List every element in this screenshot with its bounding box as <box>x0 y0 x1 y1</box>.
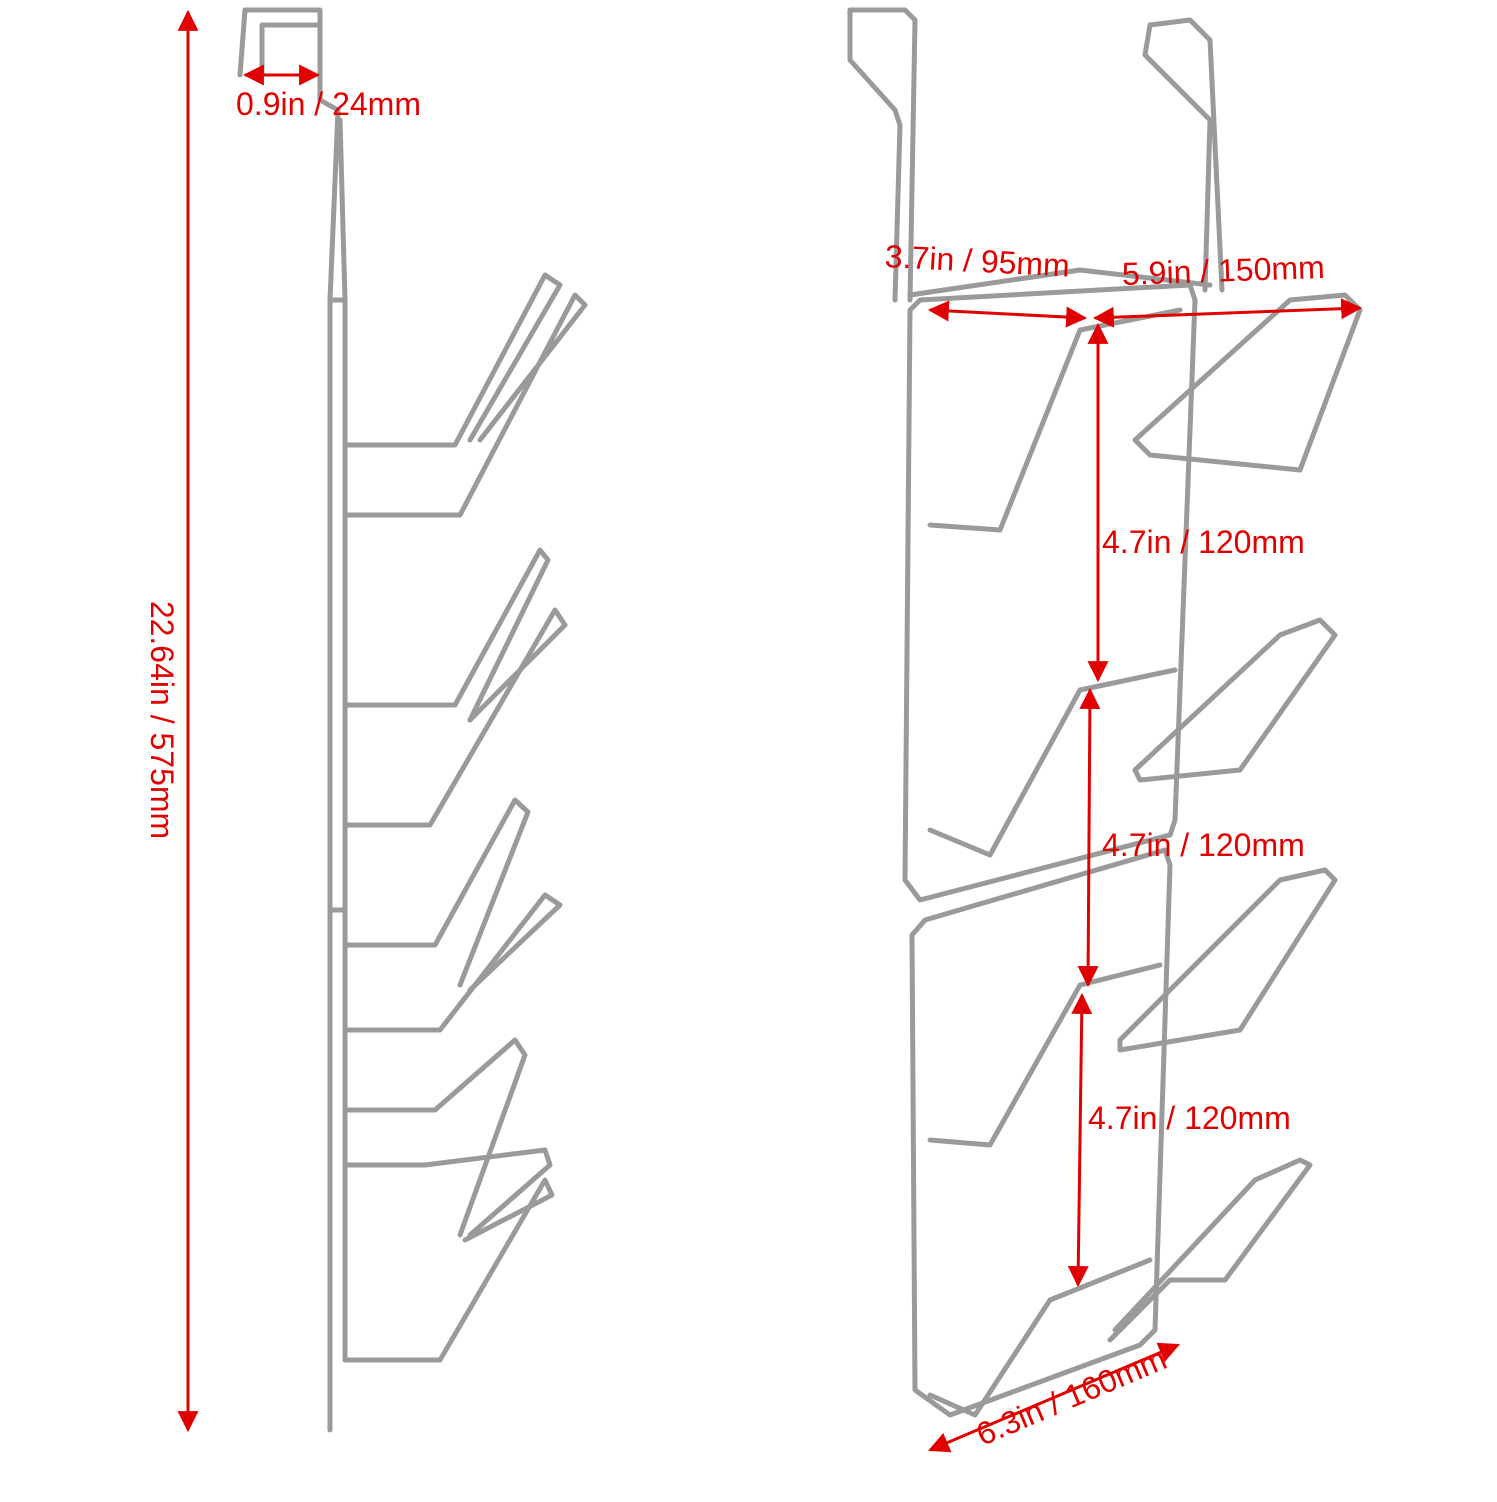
hook-depth-label: 0.9in / 24mm <box>236 86 421 122</box>
upper-right-width-arrow <box>1092 298 1363 328</box>
tier-spacing-2-label: 4.7in / 120mm <box>1102 827 1305 863</box>
tier-spacing-1-label: 4.7in / 120mm <box>1102 524 1305 560</box>
upper-left-width-arrow <box>927 300 1088 328</box>
upper-right-width-label: 5.9in / 150mm <box>1121 248 1326 292</box>
tier-spacing-3-arrow <box>1067 992 1093 1288</box>
upper-left-width-label: 3.7in / 95mm <box>884 238 1071 284</box>
total-height-label: 22.64in / 575mm <box>144 600 180 840</box>
dimension-arrows <box>177 9 1363 1453</box>
tier-spacing-3-label: 4.7in / 120mm <box>1088 1100 1291 1136</box>
tier-spacing-2-arrow <box>1077 687 1101 988</box>
side-view-rack <box>237 7 588 1433</box>
front-view-rack <box>847 7 1363 1418</box>
base-width-arrow <box>928 1342 1180 1453</box>
